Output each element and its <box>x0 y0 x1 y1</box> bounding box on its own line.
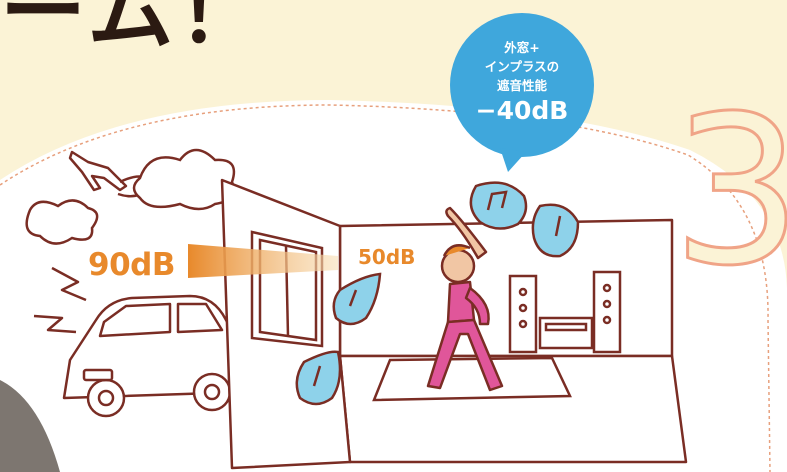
bubble-value: −40dB <box>475 96 569 125</box>
bubble-line-2: インプラスの <box>484 59 560 74</box>
person-figure <box>426 206 504 392</box>
speaker-icon <box>508 270 622 354</box>
grey-corner <box>0 380 60 472</box>
cloud-icon <box>25 199 99 245</box>
bubble-line-1: 外窓+ <box>504 40 540 55</box>
music-note-icon <box>531 203 580 258</box>
music-note-icon <box>295 350 342 406</box>
noise-burst-icon <box>33 266 87 334</box>
speech-bubble-tail <box>500 148 526 172</box>
sound-arrow <box>188 244 338 278</box>
bubble-line-3: 遮音性能 <box>496 78 547 93</box>
window <box>250 230 324 348</box>
music-note-icon <box>332 272 382 326</box>
heading-fragment: ーム！ <box>0 0 268 62</box>
speech-bubble <box>450 13 594 157</box>
car-icon <box>62 294 248 418</box>
room-back-wall <box>338 218 674 358</box>
inside-noise-label: 50dB <box>358 245 416 269</box>
speech-bubble-text: 外窓+ インプラスの 遮音性能 −40dB <box>452 38 592 126</box>
outside-noise-label: 90dB <box>88 247 175 283</box>
rug <box>372 356 572 402</box>
music-note-icon <box>469 181 528 230</box>
step-number: 3 <box>670 73 787 311</box>
